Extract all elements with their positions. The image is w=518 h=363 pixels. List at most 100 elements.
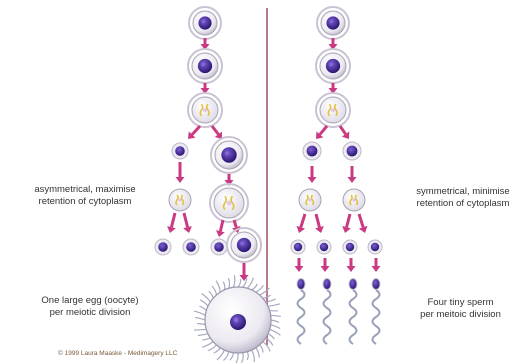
polar-body bbox=[155, 239, 171, 255]
corona-spike bbox=[268, 334, 274, 340]
polar-body-nucleus bbox=[320, 243, 328, 251]
corona-spike bbox=[217, 350, 224, 360]
polar-body-nucleus bbox=[214, 242, 224, 252]
sperm-head bbox=[323, 279, 331, 290]
arrow-shaft bbox=[359, 214, 363, 227]
arrow-head bbox=[308, 177, 317, 183]
corona-spike bbox=[223, 282, 225, 290]
corona-spike bbox=[195, 317, 205, 320]
corona-spike bbox=[271, 320, 279, 322]
polar-body-nucleus bbox=[347, 146, 358, 157]
corona-spike bbox=[271, 315, 281, 316]
arrow-shaft bbox=[171, 213, 175, 227]
sperm bbox=[323, 279, 331, 345]
arrow-head bbox=[347, 266, 356, 272]
egg-label-line-2: per meiotic division bbox=[20, 307, 160, 319]
corona-spike bbox=[242, 353, 244, 363]
cell bbox=[188, 49, 222, 83]
sperm-tail bbox=[324, 290, 331, 344]
corona-spike bbox=[194, 311, 205, 315]
egg-label: One large egg (oocyte) per meiotic divis… bbox=[20, 295, 160, 319]
chromatin-center bbox=[203, 108, 207, 112]
arrow-shaft bbox=[316, 214, 319, 227]
sperm-label: Four tiny sperm per meitoic division bbox=[398, 297, 518, 321]
chromatin-center bbox=[331, 108, 335, 112]
sperm bbox=[297, 279, 305, 345]
sperm-tail bbox=[298, 290, 305, 344]
symmetrical-label-line-1: symmetrical, minimise bbox=[398, 186, 518, 198]
asymmetrical-division-label: asymmetrical, maximise retention of cyto… bbox=[10, 184, 160, 208]
egg-label-line-1: One large egg (oocyte) bbox=[20, 295, 160, 307]
nucleus bbox=[198, 16, 211, 29]
polar-body bbox=[343, 142, 361, 160]
sperm-head bbox=[372, 279, 380, 290]
nucleolus bbox=[202, 20, 205, 23]
corona-spike bbox=[247, 352, 248, 360]
corona-spike bbox=[233, 275, 235, 287]
polar-body bbox=[343, 240, 357, 254]
polar-body bbox=[291, 240, 305, 254]
cell bbox=[210, 184, 248, 222]
corona-spike bbox=[247, 278, 253, 289]
nucleolus bbox=[329, 63, 333, 67]
corona-spike bbox=[256, 348, 259, 358]
egg-nucleolus bbox=[234, 318, 238, 322]
arrow-shaft bbox=[234, 220, 236, 227]
polar-body-nucleus bbox=[307, 146, 318, 157]
nucleus bbox=[198, 59, 212, 73]
cell bbox=[211, 137, 247, 173]
polar-body bbox=[303, 142, 321, 160]
corona-spike bbox=[209, 291, 213, 298]
nucleus bbox=[326, 59, 340, 73]
arrow-shaft bbox=[347, 214, 350, 227]
polar-body-nucleus bbox=[346, 243, 354, 251]
sperm-head bbox=[297, 279, 305, 290]
cell bbox=[343, 189, 365, 211]
arrow-shaft bbox=[340, 126, 346, 134]
arrow-head bbox=[295, 266, 304, 272]
polar-body bbox=[368, 240, 382, 254]
asymmetrical-label-line-2: retention of cytoplasm bbox=[10, 196, 160, 208]
arrow-shaft bbox=[320, 126, 327, 134]
sperm-tail bbox=[350, 290, 357, 344]
nucleus bbox=[237, 238, 251, 252]
asymmetrical-label-line-1: asymmetrical, maximise bbox=[10, 184, 160, 196]
arrow-head bbox=[176, 177, 185, 183]
cell bbox=[316, 93, 350, 127]
polar-body bbox=[317, 240, 331, 254]
sperm-label-line-2: per meitoic division bbox=[398, 309, 518, 321]
polar-body bbox=[172, 143, 188, 159]
polar-body bbox=[183, 239, 199, 255]
cell bbox=[227, 228, 261, 262]
corona-spike bbox=[194, 329, 206, 330]
chromatin-center bbox=[352, 198, 355, 201]
polar-body bbox=[211, 239, 227, 255]
corona-spike bbox=[199, 306, 206, 311]
corona-spike bbox=[197, 323, 205, 324]
corona-spike bbox=[202, 338, 210, 340]
nucleolus bbox=[201, 63, 205, 67]
nucleus bbox=[221, 147, 236, 162]
corona-spike bbox=[202, 342, 213, 348]
arrow-shaft bbox=[212, 126, 218, 134]
corona-spike bbox=[228, 278, 229, 288]
polar-body-nucleus bbox=[186, 242, 196, 252]
corona-spike bbox=[268, 304, 280, 306]
symmetrical-label-line-2: retention of cytoplasm bbox=[398, 198, 518, 210]
arrow-shaft bbox=[220, 220, 223, 231]
arrow-shaft bbox=[301, 214, 305, 227]
corona-spike bbox=[198, 334, 208, 336]
sperm bbox=[349, 279, 357, 345]
corona-spike bbox=[252, 284, 258, 290]
corona-spike bbox=[212, 286, 217, 295]
corona-spike bbox=[214, 348, 220, 353]
corona-spike bbox=[223, 352, 228, 361]
cell bbox=[316, 49, 350, 83]
arrow-head bbox=[372, 266, 381, 272]
cell bbox=[188, 93, 222, 127]
arrow-head bbox=[348, 177, 357, 183]
symmetrical-division-label: symmetrical, minimise retention of cytop… bbox=[398, 186, 518, 210]
corona-spike bbox=[200, 300, 208, 306]
copyright-credit: © 1999 Laura Maaske - Medimagery LLC bbox=[58, 350, 177, 357]
corona-spike bbox=[260, 345, 263, 353]
